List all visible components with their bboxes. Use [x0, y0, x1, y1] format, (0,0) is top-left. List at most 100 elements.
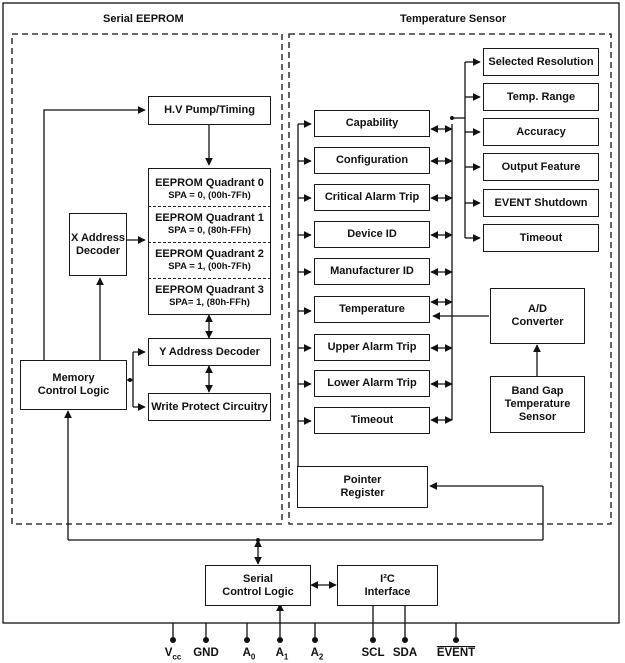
capability-label: Timeout [519, 231, 563, 244]
register-label: Device ID [347, 228, 397, 240]
pin-vcc: Vcc [165, 647, 182, 661]
serial-control-line-1: Serial [243, 572, 273, 585]
register-device-id: Device ID [314, 221, 430, 248]
capability-label: Accuracy [516, 125, 566, 138]
pointer-line-1: Pointer [343, 474, 382, 486]
pin-main: SDA [392, 647, 418, 659]
i2c-interface: I²C Interface [337, 565, 438, 606]
capability-label: Temp. Range [506, 90, 576, 103]
pin-gnd: GND [193, 647, 219, 659]
pin-main: EVENT [436, 647, 476, 659]
hv-pump-label: H.V Pump/Timing [164, 104, 255, 116]
band-gap-line-3: Sensor [518, 411, 557, 423]
register-timeout: Timeout [314, 407, 430, 434]
eeprom-quadrant-0: EEPROM Quadrant 0 SPA = 0, (00h-7Fh) [148, 172, 271, 206]
pin-sub: 2 [318, 652, 324, 662]
quadrant-divider-2 [148, 242, 271, 243]
capability-temp-range: Temp. Range [483, 83, 599, 111]
eeprom-region [11, 33, 283, 525]
pin-main: A [275, 647, 284, 659]
register-manufacturer-id: Manufacturer ID [314, 258, 430, 285]
quadrant-title: EEPROM Quadrant 2 [155, 248, 264, 260]
register-critical-alarm-trip: Critical Alarm Trip [314, 184, 430, 211]
memory-control-line-2: Control Logic [37, 385, 110, 397]
x-decoder-line-2: Decoder [75, 244, 121, 257]
pin-sda: SDA [393, 647, 417, 659]
pin-event: EVENT [437, 647, 475, 659]
hv-pump-block: H.V Pump/Timing [148, 96, 271, 125]
memory-control-logic: Memory Control Logic [20, 360, 127, 410]
ad-converter: A/D Converter [490, 288, 585, 344]
register-label: Temperature [339, 303, 405, 315]
quadrant-title: EEPROM Quadrant 3 [155, 284, 264, 296]
quadrant-divider-1 [148, 206, 271, 207]
register-label: Upper Alarm Trip [327, 341, 417, 353]
sensor-region-label: Temperature Sensor [400, 13, 507, 25]
x-decoder-line-1: X Address [70, 231, 125, 244]
pin-sub: cc [172, 652, 182, 662]
quadrant-spa: SPA = 0, (00h-7Fh) [168, 190, 251, 201]
register-label: Critical Alarm Trip [324, 191, 420, 203]
register-lower-alarm-trip: Lower Alarm Trip [314, 370, 430, 397]
capability-accuracy: Accuracy [483, 118, 599, 146]
capability-timeout: Timeout [483, 224, 599, 252]
eeprom-quadrant-3: EEPROM Quadrant 3 SPA= 1, (80h-FFh) [148, 279, 271, 313]
band-gap-sensor: Band Gap Temperature Sensor [490, 376, 585, 433]
ad-converter-line-2: Converter [511, 316, 564, 328]
pointer-register: Pointer Register [297, 466, 428, 508]
ad-converter-line-1: A/D [528, 303, 547, 315]
write-protect-circuitry: Write Protect Circuitry [148, 393, 271, 421]
quadrant-spa: SPA = 1, (00h-7Fh) [168, 261, 251, 272]
pin-a0: A0 [243, 647, 256, 661]
register-configuration: Configuration [314, 147, 430, 174]
serial-control-line-2: Control Logic [222, 585, 294, 598]
i2c-line-2: Interface [364, 585, 411, 598]
quadrant-title: EEPROM Quadrant 1 [155, 212, 264, 224]
register-capability: Capability [314, 110, 430, 137]
capability-label: EVENT Shutdown [494, 196, 588, 209]
x-address-decoder: X Address Decoder [69, 213, 127, 276]
register-label: Manufacturer ID [330, 265, 414, 277]
y-decoder-label: Y Address Decoder [159, 345, 260, 358]
eeprom-quadrant-2: EEPROM Quadrant 2 SPA = 1, (00h-7Fh) [148, 243, 271, 277]
pointer-line-2: Register [340, 487, 385, 499]
band-gap-line-1: Band Gap [511, 385, 564, 397]
sensor-region [288, 33, 612, 525]
capability-output-feature: Output Feature [483, 153, 599, 181]
write-protect-label: Write Protect Circuitry [151, 400, 268, 413]
pin-a2: A2 [311, 647, 324, 661]
capability-label: Selected Resolution [488, 55, 594, 68]
capability-event-shutdown: EVENT Shutdown [483, 189, 599, 217]
quadrant-divider-3 [148, 278, 271, 279]
eeprom-region-label: Serial EEPROM [103, 13, 184, 25]
pin-sub: 0 [250, 652, 256, 662]
serial-control-logic: Serial Control Logic [205, 565, 311, 606]
register-label: Timeout [350, 414, 394, 426]
quadrant-spa: SPA= 1, (80h-FFh) [169, 297, 250, 308]
pin-a1: A1 [276, 647, 289, 661]
pin-main: A [242, 647, 251, 659]
i2c-line-1: I²C [380, 572, 395, 585]
eeprom-array [148, 168, 271, 315]
pin-main: A [310, 647, 319, 659]
register-label: Lower Alarm Trip [327, 377, 417, 389]
register-upper-alarm-trip: Upper Alarm Trip [314, 334, 430, 361]
eeprom-quadrant-1: EEPROM Quadrant 1 SPA = 0, (80h-FFh) [148, 207, 271, 241]
quadrant-title: EEPROM Quadrant 0 [155, 177, 264, 189]
y-address-decoder: Y Address Decoder [148, 338, 271, 366]
register-label: Configuration [335, 154, 409, 166]
capability-selected-resolution: Selected Resolution [483, 48, 599, 76]
pin-main: GND [193, 647, 219, 659]
register-label: Capability [345, 117, 399, 129]
quadrant-spa: SPA = 0, (80h-FFh) [167, 225, 252, 236]
pin-main: V [164, 647, 173, 659]
chip-outline [2, 2, 620, 624]
memory-control-line-1: Memory [52, 372, 95, 384]
pin-scl: SCL [362, 647, 385, 659]
pin-main: SCL [361, 647, 385, 659]
register-temperature: Temperature [314, 296, 430, 323]
capability-label: Output Feature [501, 160, 581, 173]
band-gap-line-2: Temperature [504, 398, 571, 410]
pin-sub: 1 [283, 652, 289, 662]
